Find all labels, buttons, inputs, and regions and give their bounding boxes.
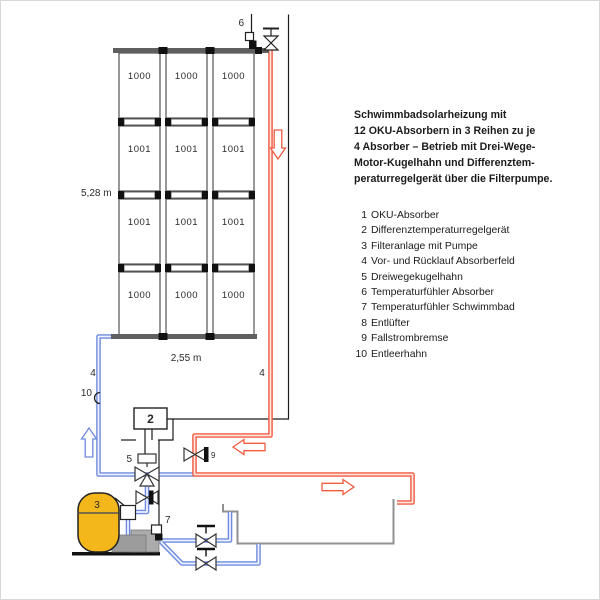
panel-label: 1000	[175, 290, 198, 301]
legend-label: Dreiwegekugelhahn	[371, 271, 463, 283]
absorber-panel	[212, 125, 255, 192]
pipe-union-fitting	[119, 504, 137, 521]
panel-label: 1001	[128, 217, 151, 228]
absorber-panel	[118, 198, 161, 265]
absorber-panel	[165, 52, 208, 119]
height-dimension: 5,28 m	[81, 188, 112, 199]
shutoff-valve-upper-icon	[195, 524, 217, 549]
flow-arrow-down-icon	[269, 129, 287, 161]
panel-label: 1000	[128, 71, 151, 82]
legend-label: Differenztemperaturregelgerät	[371, 225, 510, 237]
absorber-panel	[118, 52, 161, 119]
legend-num: 2	[361, 225, 367, 237]
absorber-panel	[212, 52, 255, 119]
title-line: 4 Absorber – Betrieb mit Drei-Wege-	[354, 141, 536, 153]
sensor-absorber-label: 6	[238, 18, 244, 29]
panel-label: 1001	[175, 217, 198, 228]
legend-item: 7 Temperaturfühler Schwimmbad	[354, 300, 589, 315]
sensor-wire-pool	[158, 419, 174, 525]
title-line: Motor-Kugelhahn und Differenztem-	[354, 157, 535, 169]
legend-num: 7	[361, 302, 367, 314]
pool-outline	[222, 499, 395, 545]
legend-label: Vor- und Rücklauf Absorberfeld	[371, 256, 515, 268]
temp-sensor-pool-icon	[150, 524, 163, 541]
legend-label: Entlüfter	[371, 317, 410, 329]
controller-box	[133, 407, 168, 430]
return-label-right: 4	[259, 368, 265, 379]
absorber-panel	[118, 125, 161, 192]
flow-arrow-left-icon	[231, 438, 266, 456]
legend-item: 2 Differenztemperaturregelgerät	[354, 223, 589, 238]
legend-label: OKU-Absorber	[371, 210, 440, 221]
description-column: Schwimmbadsolarheizung mit 12 OKU-Absorb…	[354, 107, 589, 362]
legend-item: 8 Entlüfter	[354, 316, 589, 331]
cold-pipe	[96, 334, 261, 566]
absorber-panel	[212, 271, 255, 338]
downflow-brake-label: 9	[211, 451, 216, 460]
downflow-brake-icon	[183, 446, 209, 463]
drain-tap-icon	[93, 391, 101, 405]
controller-label: 2	[147, 412, 154, 426]
shutoff-valve-lower-icon	[195, 547, 217, 572]
legend-num: 8	[361, 317, 367, 329]
sensor-wire-absorber	[167, 14, 290, 420]
panel-label: 1000	[175, 71, 198, 82]
absorber-panel	[165, 198, 208, 265]
legend-num: 10	[355, 348, 367, 360]
legend-num: 3	[361, 240, 367, 252]
legend-item: 1 OKU-Absorber	[354, 208, 589, 223]
legend-item: 6 Temperaturfühler Absorber	[354, 285, 589, 300]
legend-label: Temperaturfühler Absorber	[371, 287, 495, 299]
supply-label-left: 4	[90, 368, 96, 379]
check-valve-icon	[135, 489, 159, 506]
absorber-panel	[212, 198, 255, 265]
panel-label: 1001	[175, 144, 198, 155]
flow-arrow-up-icon	[80, 426, 98, 458]
legend-list: 1 OKU-Absorber 2 Differenztemperaturrege…	[354, 208, 589, 362]
title-line: Schwimmbadsolarheizung mit	[354, 109, 507, 121]
panel-label: 1000	[222, 290, 245, 301]
legend-label: Temperaturfühler Schwimmbad	[371, 302, 515, 314]
legend-item: 9 Fallstrombremse	[354, 331, 589, 346]
pump-body	[111, 529, 160, 553]
temp-sensor-absorber-icon	[244, 31, 257, 49]
three-way-valve-label: 5	[126, 454, 132, 465]
filter-tank-label: 3	[94, 500, 100, 511]
absorber-field: 1000 1000 1000 1001 1001 1001 1001 1001 …	[111, 47, 269, 340]
absorber-panel	[165, 125, 208, 192]
legend-label: Filteranlage mit Pumpe	[371, 240, 478, 252]
absorber-panel	[118, 271, 161, 338]
title-line: 12 OKU-Absorbern in 3 Reihen zu je	[354, 125, 536, 137]
panel-label: 1000	[128, 290, 151, 301]
panel-label: 1000	[222, 71, 245, 82]
diagram-title: Schwimmbadsolarheizung mit 12 OKU-Absorb…	[354, 107, 589, 187]
legend-num: 5	[361, 271, 367, 283]
legend-num: 1	[361, 210, 367, 221]
three-way-valve-icon	[134, 453, 160, 487]
row-connectors	[118, 118, 255, 272]
legend-item: 4 Vor- und Rücklauf Absorberfeld	[354, 254, 589, 269]
legend-item: 10 Entleerhahn	[354, 347, 589, 362]
title-line: peraturregelgerät über die Filterpumpe.	[354, 173, 553, 185]
filter-tank	[77, 492, 120, 553]
panel-label: 1001	[222, 144, 245, 155]
legend-num: 4	[361, 256, 367, 268]
legend-label: Entleerhahn	[371, 348, 428, 360]
panel-label: 1001	[128, 144, 151, 155]
absorber-panel	[165, 271, 208, 338]
legend-item: 3 Filteranlage mit Pumpe	[354, 239, 589, 254]
legend-label: Fallstrombremse	[371, 333, 449, 345]
drain-tap-label: 10	[81, 388, 93, 399]
legend-item: 5 Dreiwegekugelhahn	[354, 270, 589, 285]
panel-label: 1001	[222, 217, 245, 228]
sensor-pool-label: 7	[165, 515, 171, 526]
legend-num: 6	[361, 287, 367, 299]
flow-arrow-right-icon	[321, 478, 356, 496]
legend-num: 9	[361, 333, 367, 345]
width-dimension: 2,55 m	[171, 353, 202, 364]
pump-base	[72, 552, 160, 556]
air-vent-icon	[262, 27, 280, 51]
